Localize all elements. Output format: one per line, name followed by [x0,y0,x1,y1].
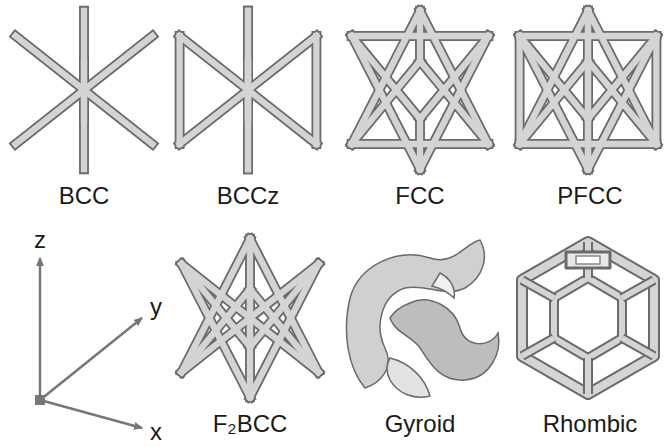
cell-label: FCC [395,182,444,210]
cell-label: Rhombic [543,410,638,438]
axis-label: z [34,226,46,254]
axis-label: y [150,293,162,321]
bccz-cell [180,11,317,169]
pfcc-cell [520,11,657,169]
axis-label: x [150,418,162,446]
f2bcc-cell [182,239,319,397]
cell-label: Gyroid [385,410,456,438]
fcc-cell [352,11,489,169]
cell-label: BCCz [217,182,280,210]
rhombic-cell [522,242,654,394]
gyroid-cell [346,240,498,397]
bcc-cell [16,11,153,169]
coordinate-axes [35,258,142,428]
cell-label: PFCC [557,182,622,210]
cell-label: BCC [59,182,110,210]
cell-label: F₂BCC [213,410,288,438]
